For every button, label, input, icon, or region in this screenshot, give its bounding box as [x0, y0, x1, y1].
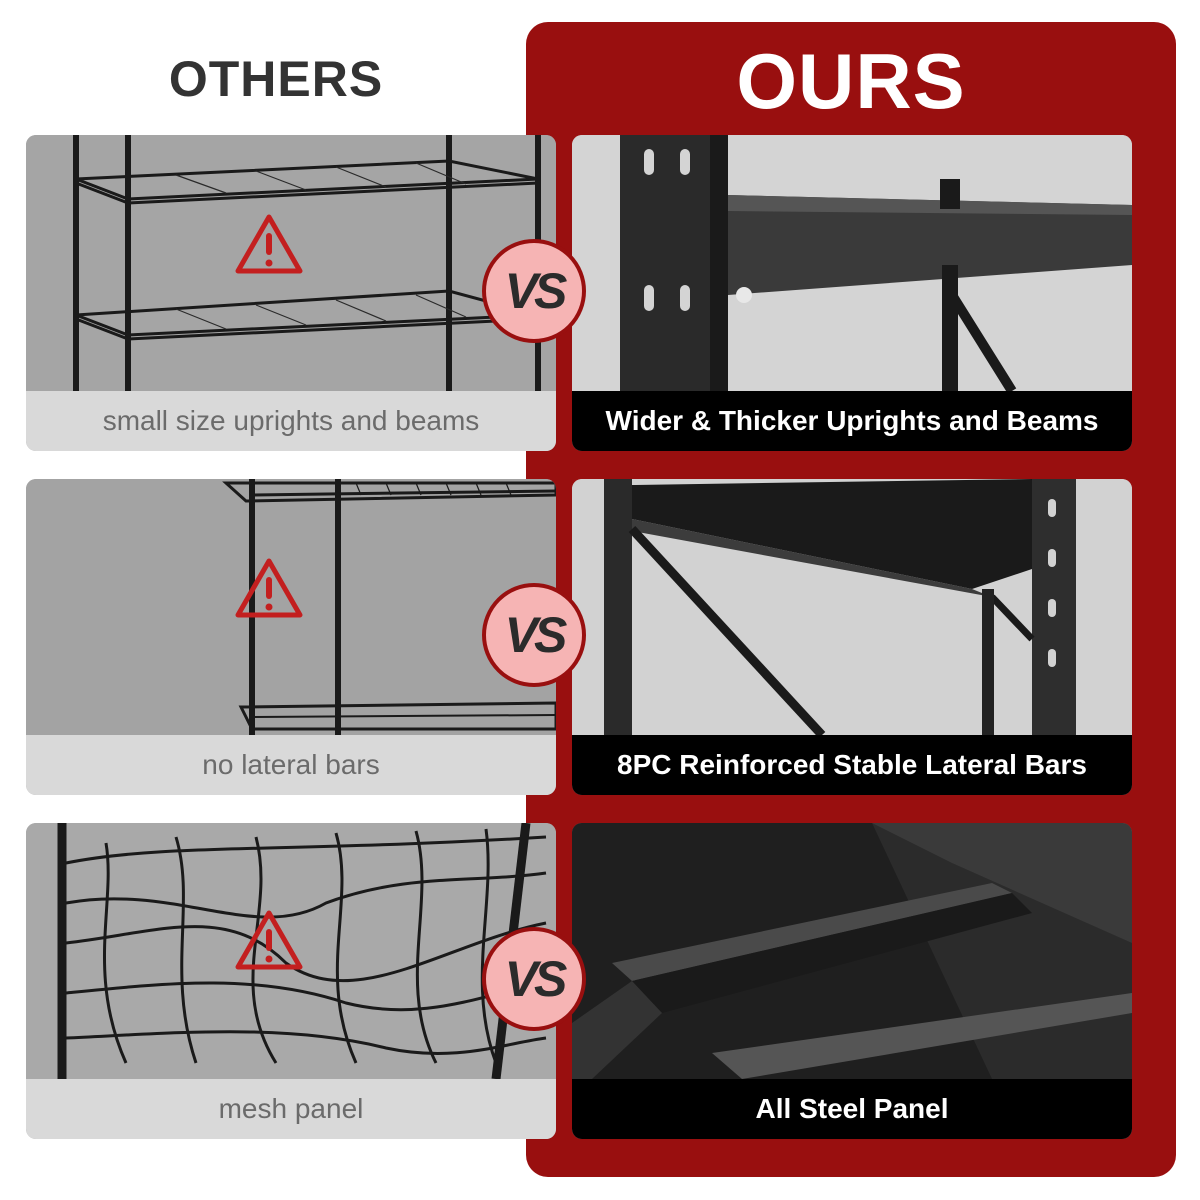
ours-card-uprights: Wider & Thicker Uprights and Beams	[572, 135, 1132, 451]
warning-icon	[235, 558, 303, 618]
others-card-panel: mesh panel	[26, 823, 556, 1139]
steel-panel-photo	[572, 823, 1132, 1079]
wire-shelf-photo	[26, 135, 556, 391]
vs-badge: VS	[482, 239, 586, 343]
others-card-lateral: no lateral bars	[26, 479, 556, 795]
steel-upright-photo	[572, 135, 1132, 391]
vs-badge: VS	[482, 583, 586, 687]
wire-shelf-photo	[26, 479, 556, 735]
ours-label: 8PC Reinforced Stable Lateral Bars	[572, 735, 1132, 795]
ours-label: All Steel Panel	[572, 1079, 1132, 1139]
ours-card-panel: All Steel Panel	[572, 823, 1132, 1139]
ours-title: OURS	[736, 37, 966, 125]
others-label: mesh panel	[26, 1079, 556, 1139]
others-label: small size uprights and beams	[26, 391, 556, 451]
vs-badge: VS	[482, 927, 586, 1031]
others-label: no lateral bars	[26, 735, 556, 795]
others-card-uprights: small size uprights and beams	[26, 135, 556, 451]
steel-lateral-photo	[572, 479, 1132, 735]
ours-card-lateral: 8PC Reinforced Stable Lateral Bars	[572, 479, 1132, 795]
warning-icon	[235, 910, 303, 970]
ours-label: Wider & Thicker Uprights and Beams	[572, 391, 1132, 451]
warning-icon	[235, 214, 303, 274]
others-title: OTHERS	[168, 51, 384, 107]
